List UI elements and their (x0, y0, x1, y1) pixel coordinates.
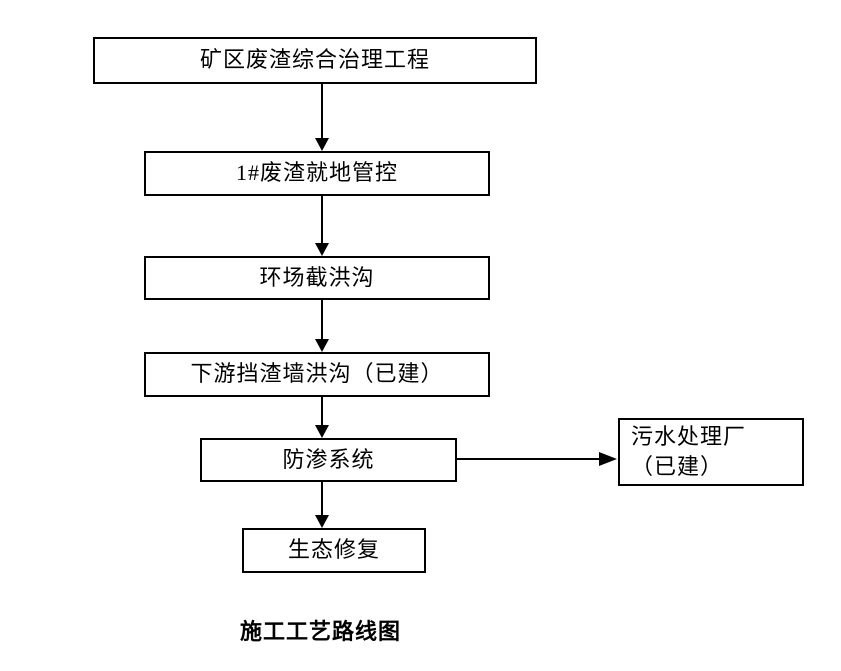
connector-line-1 (321, 84, 323, 138)
node-anti-seepage-label: 防渗系统 (282, 446, 375, 472)
connector-line-4 (321, 397, 323, 425)
node-eco-restoration-label: 生态修复 (287, 537, 380, 563)
connector-line-3 (321, 300, 323, 339)
node-waste-control: 1#废渣就地管控 (144, 151, 490, 196)
node-mine-waste-project: 矿区废渣综合治理工程 (93, 37, 537, 84)
node-ring-ditch: 环场截洪沟 (144, 256, 490, 300)
arrowhead-down-4 (315, 425, 329, 438)
arrowhead-down-1 (315, 138, 329, 151)
connector-line-right (457, 458, 599, 460)
node-sewage-plant-label: 污水处理厂（已建） (631, 424, 747, 479)
node-waste-control-label: 1#废渣就地管控 (235, 160, 398, 186)
arrowhead-down-2 (315, 243, 329, 256)
connector-line-5 (321, 482, 323, 515)
arrowhead-down-3 (315, 339, 329, 352)
node-eco-restoration: 生态修复 (242, 528, 426, 573)
connector-line-2 (321, 196, 323, 243)
node-mine-waste-project-label: 矿区废渣综合治理工程 (199, 47, 430, 73)
node-anti-seepage: 防渗系统 (200, 438, 457, 482)
arrowhead-down-5 (315, 515, 329, 528)
arrowhead-right-sewage (599, 452, 617, 466)
node-downstream-wall-label: 下游挡渣墙洪沟（已建） (190, 361, 444, 387)
node-ring-ditch-label: 环场截洪沟 (259, 264, 375, 290)
node-downstream-wall: 下游挡渣墙洪沟（已建） (144, 352, 490, 397)
node-sewage-plant: 污水处理厂（已建） (618, 418, 804, 486)
diagram-caption: 施工工艺路线图 (240, 619, 402, 644)
